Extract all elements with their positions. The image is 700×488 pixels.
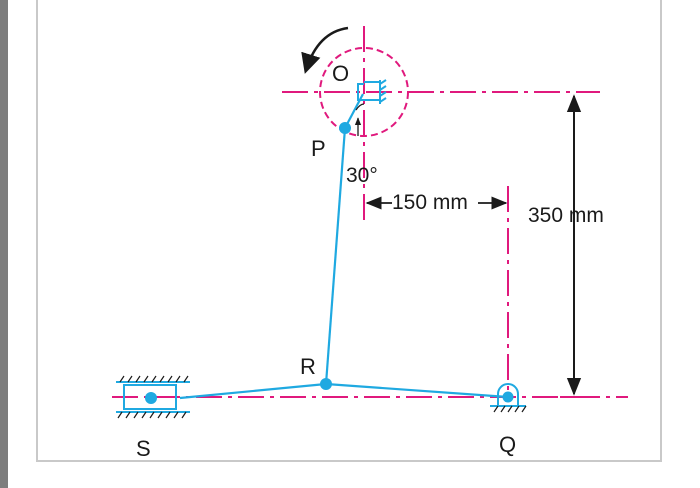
label-q: Q <box>499 432 516 457</box>
crank-path-circle <box>319 47 409 137</box>
slider-s <box>116 375 190 419</box>
link-pr <box>324 127 347 385</box>
label-r: R <box>300 354 316 379</box>
label-p: P <box>311 136 326 161</box>
frame-border-bottom <box>36 460 662 462</box>
pivot-o-support <box>357 79 387 104</box>
linkages <box>179 93 509 400</box>
joint-s <box>145 392 157 404</box>
link-rq <box>325 382 509 399</box>
label-350mm: 350 mm <box>528 204 604 227</box>
joint-r <box>320 378 332 390</box>
crank-link-op <box>344 93 364 129</box>
joint-p <box>339 122 351 134</box>
pivot-q-support <box>490 383 527 413</box>
label-150mm: 150 mm <box>392 191 468 214</box>
left-scroll-edge <box>0 0 8 488</box>
frame-border-left <box>36 0 38 462</box>
counterclockwise-arrow-icon <box>301 26 349 74</box>
frame-border-right <box>660 0 662 462</box>
label-s: S <box>136 436 151 461</box>
link-rs <box>179 382 327 400</box>
label-angle: 30° <box>346 164 378 187</box>
angle-arc <box>355 103 365 111</box>
joint-q <box>502 391 514 403</box>
label-o: O <box>332 61 349 86</box>
